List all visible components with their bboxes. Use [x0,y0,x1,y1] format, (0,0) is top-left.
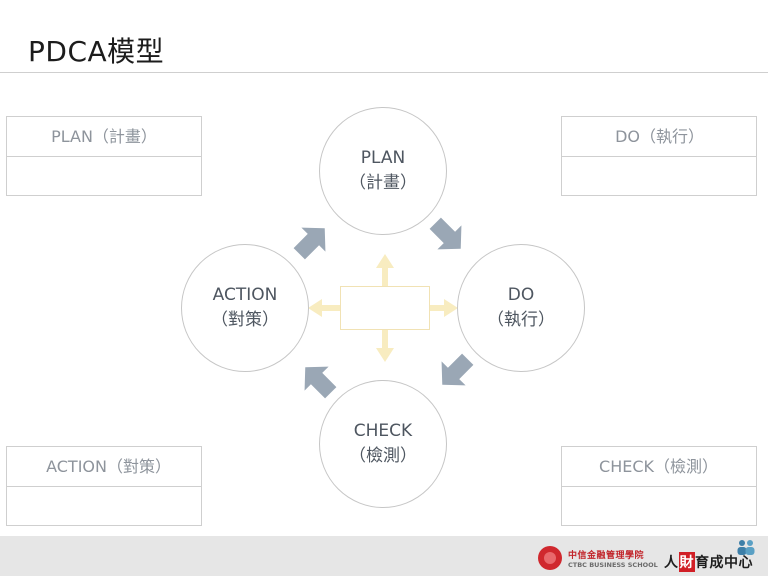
plan-box-header: PLAN（計畫） [7,117,201,157]
check-box-header: CHECK（檢測） [562,447,756,487]
action-circle: ACTION （對策） [181,244,309,372]
center-box[interactable] [340,286,430,330]
do-circle-sub: （執行） [487,310,555,330]
page-title: PDCA模型 [28,35,165,68]
cycle-arrows [293,217,474,399]
center-down-arrow-icon [376,330,394,362]
do-box-header: DO（執行） [562,117,756,157]
do-to-check-arrow-icon [441,353,474,386]
plan-to-do-arrow-icon [429,217,462,250]
check-circle: CHECK （檢測） [319,380,447,508]
school-name-en: CTBC BUSINESS SCHOOL [568,561,658,569]
do-box: DO（執行） [561,116,757,196]
center-right-arrow-icon [430,299,458,317]
center-arrows [308,254,458,362]
hr-center-pre: 人 [664,555,679,571]
check-circle-sub: （檢測） [349,446,417,466]
plan-circle-sub: （計畫） [349,173,417,193]
center-left-arrow-icon [308,299,340,317]
title-divider [0,72,768,73]
hr-center-logo: 人財育成中心 [664,552,753,572]
footer-bar [0,536,768,576]
check-box: CHECK（檢測） [561,446,757,526]
action-to-plan-arrow-icon [293,227,326,260]
school-name-cn: 中信金融管理學院 [568,551,645,561]
do-circle-name: DO [507,285,535,305]
hr-center-highlight: 財 [678,552,695,572]
action-circle-sub: （對策） [211,310,279,330]
ctbc-logo-icon [538,546,562,570]
action-circle-name: ACTION [212,285,278,305]
hr-center-post: 育成中心 [695,555,753,571]
check-to-action-arrow-icon [304,366,337,399]
plan-circle-name: PLAN [360,148,406,168]
center-up-arrow-icon [376,254,394,286]
action-box: ACTION（對策） [6,446,202,526]
plan-circle: PLAN （計畫） [319,107,447,235]
action-box-header: ACTION（對策） [7,447,201,487]
check-circle-name: CHECK [353,421,413,441]
people-icon [737,540,755,555]
plan-box: PLAN（計畫） [6,116,202,196]
do-circle: DO （執行） [457,244,585,372]
